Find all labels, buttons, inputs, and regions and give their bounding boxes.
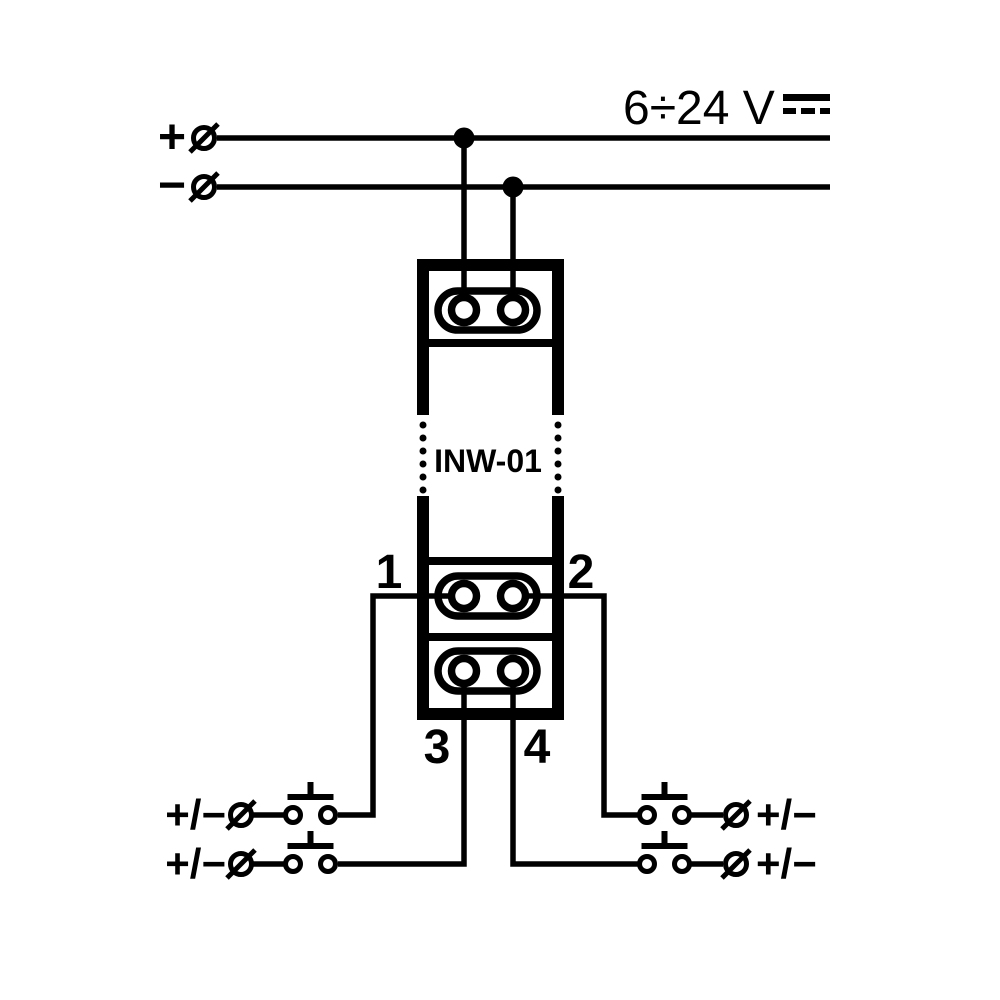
terminal-wires [338, 593, 638, 867]
terminal-1-wire [338, 593, 464, 818]
negative-rail-label: − [158, 159, 186, 212]
terminal-1-label: 1 [376, 546, 403, 599]
screw-terminal-icon-positive [188, 122, 220, 154]
junction-dot-negative [502, 176, 524, 198]
junction-dot-positive [453, 127, 475, 149]
power-section: + − 6÷24 V [158, 82, 830, 310]
device-left-wall-lower [417, 496, 429, 720]
device-wall-dots-right [554, 421, 562, 494]
push-button-icon-lower-right [637, 831, 692, 874]
device-right-wall-upper [552, 259, 564, 415]
push-button-lower-right: +/− [637, 831, 817, 887]
device-top-edge [417, 259, 564, 271]
screw-terminal-icon-lower-right [720, 848, 752, 880]
push-button-lower-left-label: +/− [165, 840, 226, 887]
push-button-icon-upper-left [283, 782, 338, 825]
terminal-4-wire [510, 671, 638, 867]
screw-terminal-icon-lower-left [225, 848, 257, 880]
push-button-upper-right-label: +/− [756, 791, 817, 838]
terminal-2-label: 2 [568, 546, 595, 599]
push-button-lower-left: +/− [165, 831, 338, 887]
terminal-ring-4 [496, 654, 530, 688]
power-terminal-ring-negative [496, 293, 530, 327]
terminal-ring-3 [447, 654, 481, 688]
push-button-icon-lower-left [283, 831, 338, 874]
terminal-ring-1 [447, 579, 481, 613]
terminal-ring-2 [496, 579, 530, 613]
device-divider-low [417, 633, 564, 641]
device-divider-mid [417, 557, 564, 565]
device-right-wall-lower [552, 496, 564, 720]
device-divider-top [417, 339, 564, 347]
device-model-label: INW-01 [434, 443, 542, 479]
terminal-3-label: 3 [424, 721, 451, 774]
screw-terminal-icon-upper-left [225, 799, 257, 831]
push-button-upper-right: +/− [637, 782, 817, 838]
push-button-upper-left: +/− [165, 782, 338, 838]
dc-symbol-icon [783, 94, 830, 114]
power-terminal-ring-positive [447, 293, 481, 327]
device-left-wall-upper [417, 259, 429, 415]
push-button-upper-left-label: +/− [165, 791, 226, 838]
voltage-label: 6÷24 V [623, 82, 775, 135]
terminal-4-label: 4 [524, 721, 551, 774]
push-button-lower-right-label: +/− [756, 840, 817, 887]
terminal-labels: 1 2 3 4 [376, 546, 595, 774]
screw-terminal-icon-negative [188, 171, 220, 203]
push-button-icon-upper-right [637, 782, 692, 825]
terminal-3-wire [338, 671, 467, 867]
device-terminal-rings [447, 293, 530, 688]
positive-rail-label: + [158, 111, 186, 164]
device-body: INW-01 [417, 259, 564, 720]
screw-terminal-icon-upper-right [720, 799, 752, 831]
device-wall-dots-left [419, 421, 427, 494]
device-bottom-edge [417, 708, 564, 720]
terminal-2-wire [513, 593, 638, 818]
